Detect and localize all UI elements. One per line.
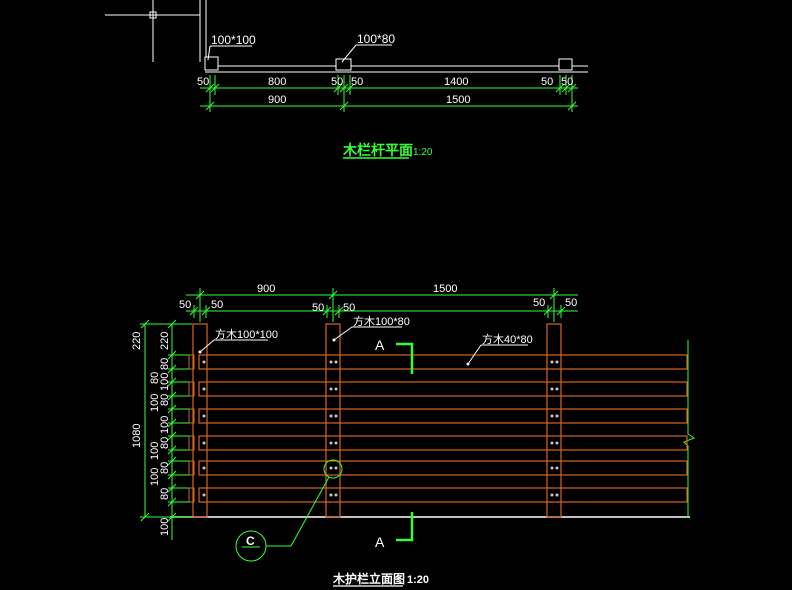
plan-posts — [204, 56, 573, 71]
rail-1 — [198, 354, 688, 370]
plan-dim-50-d: 50 — [541, 76, 553, 88]
elevation-posts — [192, 323, 562, 518]
label-post-a: 方木100*100 — [215, 327, 278, 341]
left-dim-6: 100 — [149, 442, 161, 460]
plan-dim-900: 900 — [268, 94, 286, 106]
plan-dim-50-a: 50 — [197, 76, 209, 88]
elev-dim-post3-left: 50 — [533, 297, 545, 309]
left-dim-0: 220 — [159, 332, 171, 350]
plan-dim-50-e: 50 — [561, 76, 573, 88]
rail-5 — [198, 460, 688, 476]
left-outer-100: 100 — [159, 518, 171, 536]
plan-callout-post-b — [341, 44, 392, 63]
elev-dim-post3-right: 50 — [565, 297, 577, 309]
plan-callout-post-b-label: 100*80 — [357, 32, 395, 46]
left-dim-2: 100 — [159, 373, 171, 391]
plan-post-3 — [558, 58, 573, 71]
elevation-top-dimensions — [186, 288, 578, 322]
rail-3 — [198, 408, 688, 424]
plan-view: 100*100 100*80 — [105, 0, 588, 159]
left-dim-8: 100 — [149, 468, 161, 486]
wall-lines — [199, 0, 207, 62]
plan-dim-50-c: 50 — [351, 76, 363, 88]
left-dim-11: 80 — [149, 372, 161, 384]
plan-dim-1400: 1400 — [444, 76, 468, 88]
elev-dim-post1-right: 50 — [211, 299, 223, 311]
bolt-marks — [202, 360, 559, 497]
plan-callout-post-a-label: 100*100 — [211, 33, 256, 47]
left-outer-220: 220 — [131, 332, 143, 350]
left-dim-9: 80 — [159, 488, 171, 500]
elev-dim-900: 900 — [257, 283, 275, 295]
left-dim-4: 100 — [159, 416, 171, 434]
rail-2 — [198, 381, 688, 397]
elevation-post-1 — [192, 323, 208, 518]
leader-dot-3 — [466, 362, 470, 366]
label-rail: 方木40*80 — [482, 332, 533, 346]
elev-dim-post2-left: 50 — [312, 302, 324, 314]
left-dim-7: 80 — [159, 462, 171, 474]
plan-post-1 — [204, 56, 219, 71]
detail-callout — [235, 459, 343, 562]
left-dim-10: 100 — [149, 394, 161, 412]
plan-rail-lines — [205, 65, 588, 73]
plan-dim-1500: 1500 — [446, 94, 470, 106]
section-mark-top: A — [375, 337, 385, 353]
plan-post-2 — [335, 58, 352, 71]
plan-title-scale: 1:20 — [413, 147, 433, 158]
plan-dim-800: 800 — [268, 76, 286, 88]
plan-callout-post-a — [207, 45, 252, 61]
elevation-post-2 — [325, 323, 341, 518]
left-dim-5: 80 — [159, 437, 171, 449]
left-dim-total: 1080 — [131, 424, 143, 448]
elev-dim-post1-left: 50 — [179, 299, 191, 311]
left-stack-dims: 220 80 100 80 100 80 100 80 100 80 100 8… — [149, 332, 171, 500]
crosshair-cursor — [105, 0, 200, 62]
section-cut-a — [396, 342, 414, 542]
left-dim-3: 80 — [159, 394, 171, 406]
elevation-rails — [198, 354, 688, 503]
elevation-leaders — [199, 326, 528, 365]
break-line — [683, 340, 696, 517]
rail-6 — [198, 487, 688, 503]
elevation-post-3 — [546, 323, 562, 518]
plan-dim-50-b: 50 — [331, 76, 343, 88]
section-mark-bottom: A — [375, 534, 385, 550]
rail-left-stubs — [188, 354, 195, 503]
elevation-title-scale: 1:20 — [407, 574, 429, 586]
leader-dot-2 — [332, 338, 336, 342]
plan-dimension-lines — [200, 75, 578, 112]
detail-tag: C — [246, 534, 255, 548]
elevation-title: 木护栏立面图 — [332, 571, 405, 586]
leader-dot-1 — [198, 350, 202, 354]
left-dim-1: 80 — [159, 358, 171, 370]
elev-dim-1500: 1500 — [433, 283, 457, 295]
elev-dim-post2-right: 50 — [343, 302, 355, 314]
plan-title: 木栏杆平面 — [342, 142, 413, 158]
label-post-b: 方木100*80 — [353, 314, 410, 328]
rail-4 — [198, 435, 688, 451]
left-dimensions — [140, 319, 192, 540]
elevation-view: 900 1500 50 50 50 50 50 50 — [131, 283, 696, 587]
